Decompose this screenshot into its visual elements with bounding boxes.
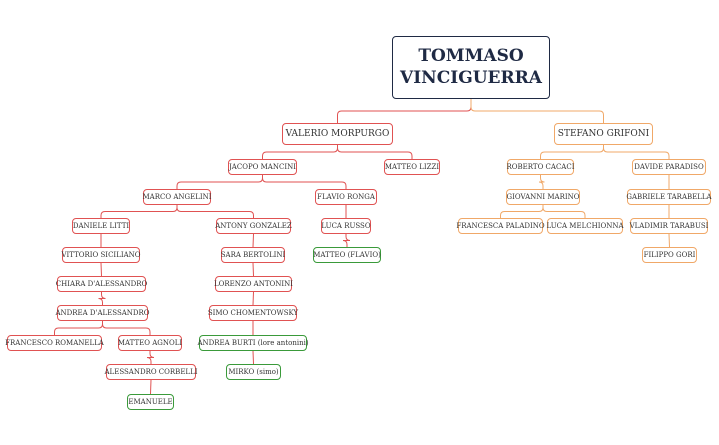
node-francesca-paladino[interactable]: FRANCESCA PALADINO — [456, 218, 545, 234]
connector-stefano-roberto — [540, 145, 604, 159]
node-stefano-grifoni[interactable]: STEFANO GRIFONI — [554, 123, 653, 145]
node-andrea-burti[interactable]: ANDREA BURTI (lore antonini) — [197, 335, 309, 351]
connector-jacopo-marco — [176, 175, 263, 189]
connector-stefano-davide — [603, 145, 670, 159]
connector-magnoli-alessandro — [146, 351, 155, 364]
connector-giovanni-lucam — [542, 205, 586, 218]
root-name-line2: VINCIGUERRA — [400, 67, 542, 88]
node-mirko-simo[interactable]: MIRKO (simo) — [226, 364, 281, 380]
node-luca-melchionna[interactable]: LUCA MELCHIONNA — [547, 218, 624, 234]
connector-andread-magnoli — [102, 321, 151, 335]
connector-chiara-andread — [98, 292, 106, 305]
node-jacopo-mancini[interactable]: JACOPO MANCINI — [228, 159, 297, 175]
root-node-tommaso-vinciguerra[interactable]: TOMMASO VINCIGUERRA — [392, 36, 550, 99]
node-emanuele[interactable]: EMANUELE — [127, 394, 174, 410]
connector-marco-antony — [176, 205, 254, 218]
connector-vladimir-filippo — [668, 233, 670, 248]
root-name-line1: TOMMASO — [418, 46, 524, 67]
connector-root-stefano — [470, 99, 604, 123]
connector-roberto-giovanni — [538, 175, 545, 189]
connector-marco-daniele — [100, 205, 178, 218]
node-luca-russo[interactable]: LUCA RUSSO — [321, 218, 371, 234]
node-matteo-lizzi[interactable]: MATTEO LIZZI — [384, 159, 440, 175]
connector-aburti-mirko — [252, 350, 254, 365]
node-davide-paradiso[interactable]: DAVIDE PARADISO — [632, 159, 706, 175]
node-lorenzo-antonini[interactable]: LORENZO ANTONINI — [214, 276, 293, 292]
connector-vittorio-chiara — [100, 262, 102, 277]
node-matteo-flavio[interactable]: MATTEO (FLAVIO) — [313, 247, 381, 263]
node-vittorio-siciliano[interactable]: VITTORIO SICILIANO — [61, 247, 141, 263]
node-andrea-dalessandro[interactable]: ANDREA D'ALESSANDRO — [55, 305, 150, 321]
node-roberto-cacaci[interactable]: ROBERTO CACACI — [507, 159, 575, 175]
node-alessandro-corbelli[interactable]: ALESSANDRO CORBELLI — [105, 364, 198, 380]
node-antony-gonzalez[interactable]: ANTONY GONZALEZ — [215, 218, 292, 234]
node-daniele-litti[interactable]: DANIELE LITTI — [72, 218, 130, 234]
connector-valerio-jacopo — [262, 145, 338, 159]
node-simo-chomentowsky[interactable]: SIMO CHOMENTOWSKY — [208, 305, 298, 321]
node-francesco-romanella[interactable]: FRANCESCO ROMANELLA — [5, 335, 104, 351]
node-vladimir-tarabusi[interactable]: VLADIMIR TARABUSI — [630, 218, 708, 234]
node-marco-angelini[interactable]: MARCO ANGELINI — [143, 189, 212, 205]
connector-alessandro-emanuele — [150, 379, 152, 395]
connector-lorenzo-simo — [252, 291, 254, 306]
node-valerio-morpurgo[interactable]: VALERIO MORPURGO — [282, 123, 393, 145]
node-matteo-agnoli[interactable]: MATTEO AGNOLI — [118, 335, 182, 351]
connector-lucarusso-mflavio — [342, 234, 351, 247]
node-filippo-gori[interactable]: FILIPPO GORI — [642, 247, 697, 263]
node-chiara-dalessandro[interactable]: CHIARA D'ALESSANDRO — [56, 276, 147, 292]
connector-root-valerio — [337, 99, 472, 123]
node-flavio-ronga[interactable]: FLAVIO RONGA — [315, 189, 377, 205]
connector-jacopo-flavio — [262, 175, 347, 189]
connector-valerio-mlizzi — [337, 145, 413, 159]
node-gabriele-tarabella[interactable]: GABRIELE TARABELLA — [626, 189, 712, 205]
node-sara-bertolini[interactable]: SARA BERTOLINI — [221, 247, 285, 263]
connector-giovanni-francesca — [500, 205, 544, 218]
connector-andread-francesco — [54, 321, 103, 335]
connector-antony-sara — [252, 233, 254, 248]
connector-sara-lorenzo — [252, 262, 254, 277]
node-giovanni-marino[interactable]: GIOVANNI MARINO — [506, 189, 580, 205]
